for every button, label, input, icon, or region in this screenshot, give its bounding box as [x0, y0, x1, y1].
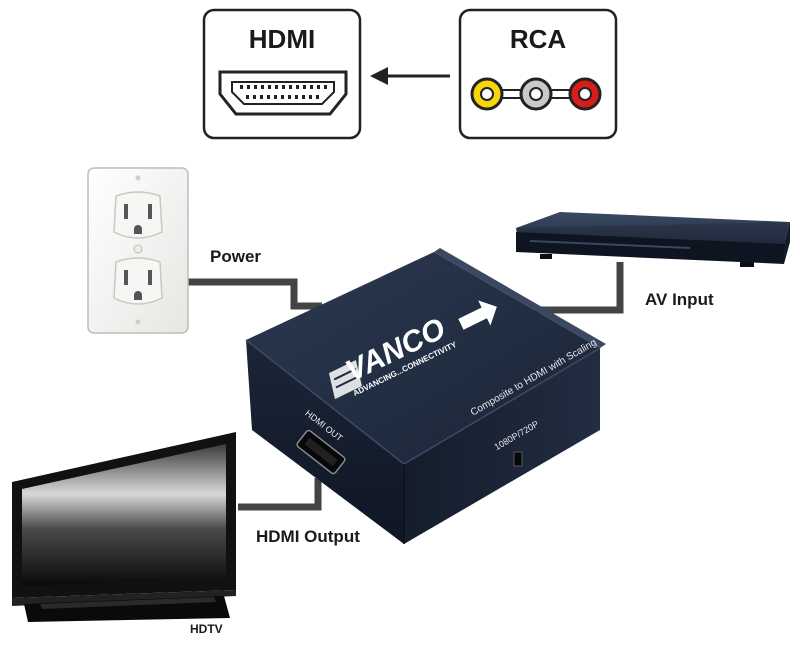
power-label: Power [210, 247, 262, 266]
power-cable [188, 278, 322, 310]
hdmi-legend-box [202, 8, 362, 140]
rca-legend-box [458, 8, 618, 140]
rca-title: RCA [509, 24, 567, 54]
hdmi-port-icon [218, 70, 348, 116]
wall-outlet [87, 167, 189, 334]
converter-device: VANCO ADVANCING...CONNECTIVITY Composite… [245, 248, 606, 544]
hdtv [12, 432, 236, 622]
outlet-socket-upper [113, 191, 163, 239]
av-input-label: AV Input [645, 290, 714, 309]
hdmi-output-label: HDMI Output [256, 527, 360, 546]
vanco-swoosh-icon [328, 359, 362, 400]
hdtv-label: HDTV [190, 622, 223, 636]
resolution-switch [513, 451, 523, 467]
hdmi-out-port [296, 429, 346, 475]
outlet-socket-lower [113, 257, 163, 305]
av-input-cable [534, 262, 624, 314]
logo-arrow-icon [458, 300, 497, 330]
dvd-player [516, 212, 790, 267]
hdmi-output-cable [238, 478, 322, 511]
rca-plugs-icon [470, 77, 602, 111]
hdmi-title: HDMI [248, 24, 316, 54]
cables [188, 262, 624, 511]
rca-to-hdmi-arrow [370, 67, 450, 85]
